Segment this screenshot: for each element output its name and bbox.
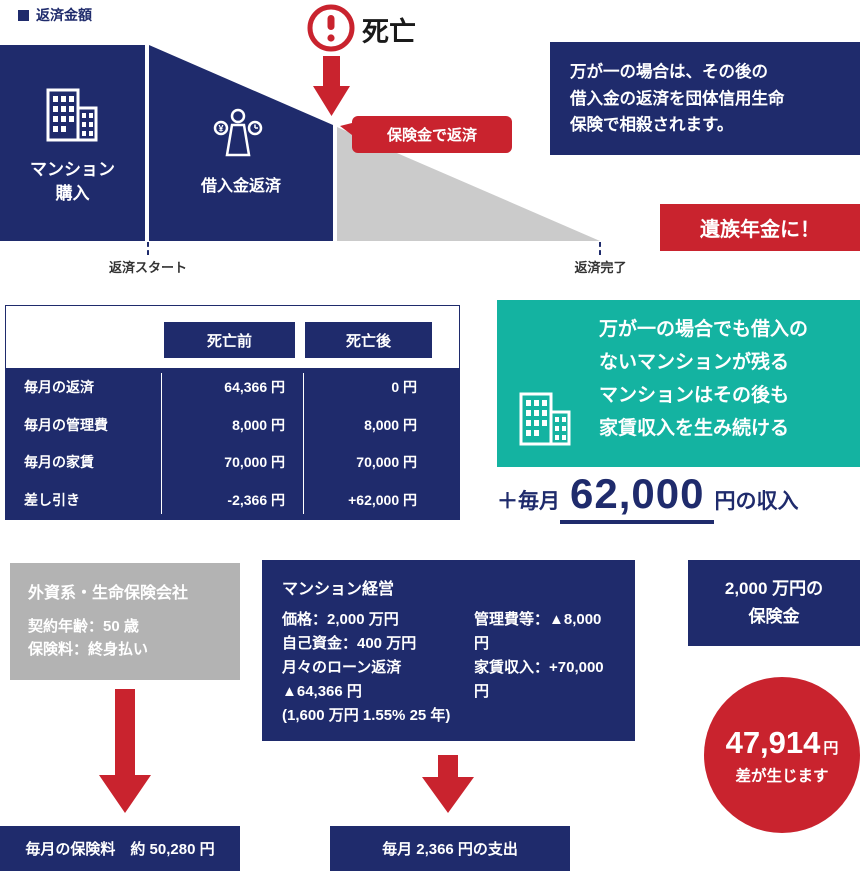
insurer-panel: 外資系・生命保険会社 契約年齢：50 歳 保険料：終身払い: [10, 563, 240, 680]
teal-line: 家賃収入を生み続ける: [599, 417, 790, 439]
person-with-coins-icon: ¥: [213, 108, 263, 157]
mansion-right-column: 管理費等：▲8,000 円 家賃収入：+70,000 円: [474, 608, 615, 728]
difference-amount-row: 47,914 円: [726, 725, 839, 761]
income-suffix: 円の収入: [714, 490, 799, 513]
column-separator: [303, 373, 304, 514]
insurer-title: 外資系・生命保険会社: [28, 585, 189, 602]
monthly-income-line: ＋毎月 62,000 円の収入: [497, 470, 860, 524]
row-value-after: 70,000 円: [356, 454, 417, 471]
teal-line: マンションはその後も: [599, 384, 790, 406]
mansion-line: 自己資金：400 万円: [282, 635, 417, 652]
income-amount: 62,000: [560, 470, 715, 524]
insurance-benefit-box: 2,000 万円の 保険金: [688, 560, 860, 646]
mansion-management-panel: マンション経営 価格：2,000 万円 自己資金：400 万円 月々のローン返済…: [262, 560, 635, 741]
mansion-line: 管理費等：▲8,000 円: [474, 611, 602, 652]
column-separator: [161, 373, 162, 514]
note-line: 保険で相殺されます。: [570, 116, 734, 135]
table-row: 毎月の管理費 8,000 円 8,000 円: [6, 406, 459, 444]
row-value-after: 8,000 円: [364, 416, 417, 433]
down-arrow-icon: [99, 689, 151, 813]
mansion-title: マンション経営: [282, 581, 395, 598]
purchase-label-line2: 購入: [55, 183, 90, 203]
exclamation-alert-icon: [307, 4, 355, 52]
building-icon: [46, 88, 98, 142]
remaining-slope: [337, 127, 600, 241]
monthly-premium-bar: 毎月の保険料 約 50,280 円: [0, 826, 240, 871]
monthly-expense-bar: 毎月 2,366 円の支出: [330, 826, 570, 871]
repayment-wedge-graphic: [0, 45, 600, 241]
repayment-start-label: 返済スタート: [108, 260, 187, 275]
teal-line: 万が一の場合でも借入の: [599, 319, 809, 340]
table-row: 差し引き -2,366 円 +62,000 円: [6, 481, 459, 519]
benefit-line: 2,000 万円の: [724, 578, 824, 598]
mansion-line: 家賃収入：+70,000 円: [474, 659, 604, 700]
row-value-before: -2,366 円: [227, 492, 285, 509]
row-value-before: 70,000 円: [224, 454, 285, 471]
row-value-before: 8,000 円: [232, 416, 285, 433]
repayment-block: [149, 45, 333, 241]
start-tick: [147, 242, 149, 255]
repayment-end-label: 返済完了: [574, 260, 627, 275]
difference-unit: 円: [823, 739, 839, 757]
legend: 返済金額: [18, 5, 92, 25]
insurer-details: 契約年齢：50 歳 保険料：終身払い: [28, 615, 222, 662]
rental-income-text: 万が一の場合でも借入の ないマンションが残る マンションはその後も 家賃収入を生…: [599, 314, 808, 445]
table-row: 毎月の家賃 70,000 円 70,000 円: [6, 444, 459, 482]
down-arrow-icon: [313, 56, 350, 116]
table-header-before-death: 死亡前: [164, 322, 295, 358]
mansion-line: 月々のローン返済: [282, 659, 402, 676]
mansion-line: 価格：2,000 万円: [282, 611, 399, 628]
row-value-before: 64,366 円: [224, 378, 285, 395]
legend-label: 返済金額: [36, 7, 92, 23]
mansion-columns: 価格：2,000 万円 自己資金：400 万円 月々のローン返済 ▲64,366…: [282, 608, 615, 728]
table-header-after-death: 死亡後: [305, 322, 432, 358]
bubble-label: 保険金で返済: [386, 127, 477, 144]
rental-income-panel: 万が一の場合でも借入の ないマンションが残る マンションはその後も 家賃収入を生…: [497, 300, 860, 467]
row-label: 毎月の家賃: [24, 454, 94, 471]
repayment-label: 借入金返済: [200, 178, 281, 195]
mansion-line: (1,600 万円 1.55% 25 年): [282, 707, 451, 724]
insurer-line: 契約年齢：50 歳: [28, 618, 139, 635]
survivor-pension-badge: 遺族年金に！: [660, 204, 860, 251]
difference-caption: 差が生じます: [735, 767, 829, 785]
before-after-table: 死亡前 死亡後 毎月の返済 64,366 円 0 円 毎月の管理費 8,000 …: [5, 305, 460, 520]
insurer-line: 保険料：終身払い: [28, 641, 149, 659]
row-value-after: 0 円: [391, 378, 417, 395]
table-body: 毎月の返済 64,366 円 0 円 毎月の管理費 8,000 円 8,000 …: [6, 368, 459, 519]
row-label: 毎月の管理費: [24, 416, 108, 433]
purchase-label: マンション 購入: [0, 158, 145, 206]
insurance-payoff-bubble: 保険金で返済: [340, 116, 512, 153]
difference-circle: 47,914 円 差が生じます: [704, 677, 860, 833]
svg-text:¥: ¥: [218, 124, 223, 134]
end-tick: [599, 242, 601, 255]
income-prefix: ＋毎月: [497, 490, 560, 513]
row-label: 毎月の返済: [24, 378, 94, 395]
death-label: 死亡: [362, 17, 416, 47]
note-line: 万が一の場合は、その後の: [570, 63, 768, 81]
purchase-block: [0, 45, 145, 241]
benefit-line: 保険金: [748, 607, 800, 626]
table-row: 毎月の返済 64,366 円 0 円: [6, 368, 459, 406]
legend-square-icon: [18, 9, 29, 21]
purchase-label-line1: マンション: [30, 160, 115, 179]
teal-line: ないマンションが残る: [599, 351, 790, 373]
row-label: 差し引き: [24, 492, 80, 509]
mansion-left-column: 価格：2,000 万円 自己資金：400 万円 月々のローン返済 ▲64,366…: [282, 608, 474, 728]
down-arrow-icon: [422, 755, 474, 813]
note-line: 借入金の返済を団体信用生命: [570, 89, 785, 108]
group-insurance-note: 万が一の場合は、その後の 借入金の返済を団体信用生命 保険で相殺されます。: [550, 42, 860, 155]
building-icon: [519, 392, 571, 446]
difference-amount: 47,914: [725, 724, 821, 760]
row-value-after: +62,000 円: [348, 492, 417, 509]
mansion-line: ▲64,366 円: [282, 683, 362, 700]
bubble-tail: [340, 122, 356, 138]
